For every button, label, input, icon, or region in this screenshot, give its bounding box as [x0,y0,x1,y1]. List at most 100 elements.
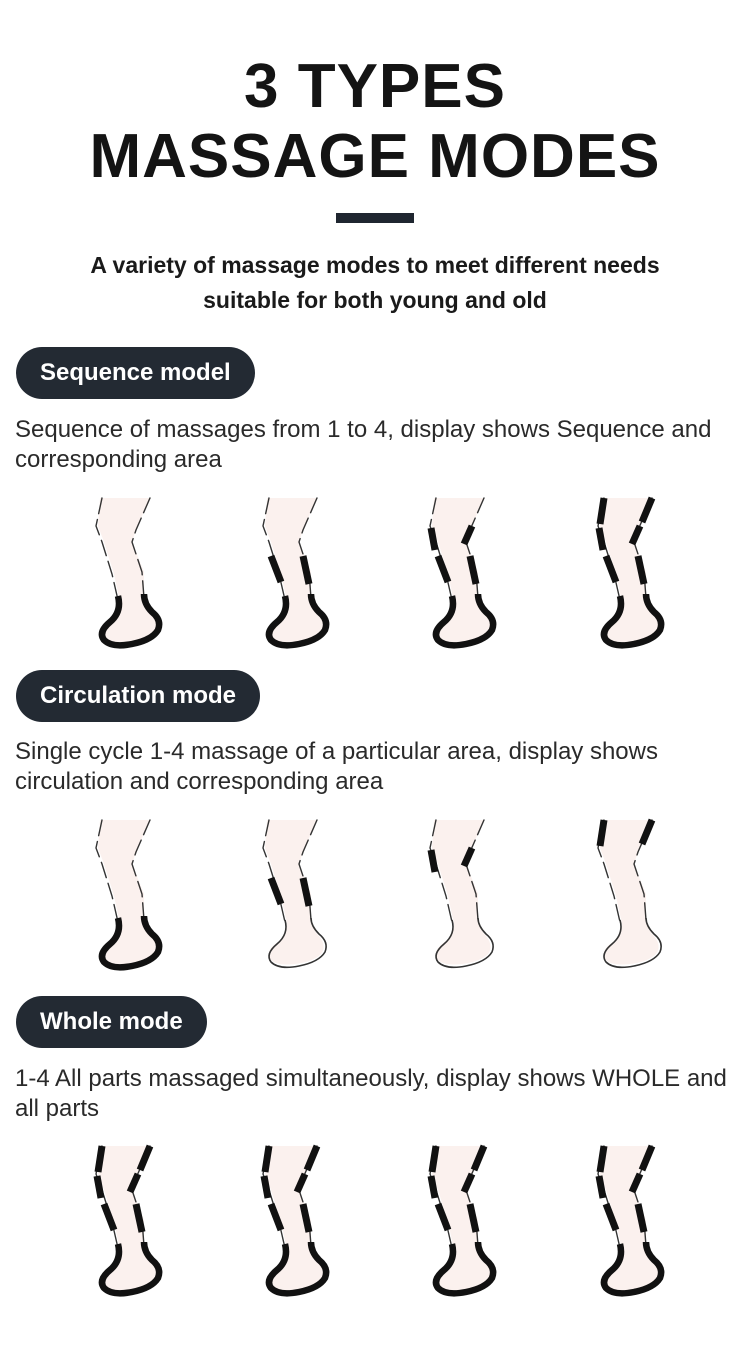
leg-icon [580,1138,670,1298]
mode-description-circulation: Single cycle 1-4 massage of a particular… [15,738,658,795]
leg-icon [412,1138,502,1298]
leg-body [432,820,491,965]
band-foot [265,1241,330,1297]
legs-row-whole [0,1138,750,1298]
band-thigh-left [261,1145,273,1173]
mode-description-sequence: Sequence of massages from 1 to 4, displa… [15,416,712,473]
leg-illustration [262,819,327,969]
band-knee-left [427,527,439,551]
band-knee-right [126,1172,142,1194]
band-knee-left [427,849,439,873]
leg-body [600,1146,659,1291]
subtitle-line-2: suitable for both young and old [203,287,547,313]
leg-illustration [260,1144,330,1297]
foot-outline [435,917,494,969]
leg-body [432,1146,491,1291]
legs-row-circulation [0,812,750,972]
leg-icon [245,1138,335,1298]
band-calf-left [434,554,452,584]
leg-body [600,820,659,965]
band-thigh-left [596,819,608,847]
foot-outline [268,917,327,969]
band-calf-left [267,876,285,906]
band-calf-right [299,877,313,907]
band-thigh-left [94,1145,106,1173]
mode-label-sequence: Sequence model [16,347,255,399]
band-knee-right [293,1172,309,1194]
band-foot [600,593,665,649]
leg-illustration [427,819,494,969]
band-foot [600,1241,665,1297]
band-knee-left [260,1175,272,1199]
leg-body [265,820,324,965]
leg-body [98,498,157,643]
band-knee-left [595,527,607,551]
mode-label-circulation: Circulation mode [16,670,261,722]
band-calf-right [634,1203,648,1233]
title-text: 3 TYPES MASSAGE MODES [0,52,750,192]
subtitle-line-1: A variety of massage modes to meet diffe… [90,252,660,278]
band-thigh-right [303,1144,321,1172]
band-calf-right [132,1203,146,1233]
leg-illustration [93,1144,163,1297]
leg-body [432,498,491,643]
leg-illustration [95,819,163,971]
band-calf-left [100,1202,118,1232]
leg-body [98,1146,157,1291]
band-thigh-left [596,497,608,525]
band-foot [98,915,163,971]
band-foot [265,593,330,649]
legs-row-sequence [0,490,750,650]
band-calf-right [299,1203,313,1233]
band-thigh-left [428,1145,440,1173]
leg-illustration [595,496,665,649]
leg-icon [412,490,502,650]
leg-illustration [596,818,662,969]
band-calf-right [466,555,480,585]
band-foot [432,593,497,649]
band-calf-left [602,554,620,584]
leg-illustration [262,497,330,649]
band-calf-left [434,1202,452,1232]
mode-description-whole: 1-4 All parts massaged simultaneously, d… [15,1065,727,1122]
band-thigh-left [596,1145,608,1173]
band-knee-right [460,846,476,868]
band-calf-right [299,555,313,585]
leg-icon [245,812,335,972]
leg-illustration [95,497,163,649]
band-calf-right [634,555,648,585]
leg-icon [245,490,335,650]
leg-body [265,1146,324,1291]
title-line-1: 3 TYPES [244,52,506,121]
band-foot [98,1241,163,1297]
band-calf-left [267,554,285,584]
band-foot [98,593,163,649]
leg-body [600,498,659,643]
leg-illustration [427,1144,497,1297]
band-knee-left [595,1175,607,1199]
band-knee-right [460,524,476,546]
band-knee-left [93,1175,105,1199]
leg-illustration [595,1144,665,1297]
band-knee-right [460,1172,476,1194]
band-thigh-right [470,1144,488,1172]
leg-icon [412,812,502,972]
leg-icon [580,812,670,972]
band-calf-left [602,1202,620,1232]
band-knee-right [628,524,644,546]
leg-illustration [427,497,497,649]
title-line-2: MASSAGE MODES [89,122,661,191]
band-thigh-right [638,1144,656,1172]
band-foot [432,1241,497,1297]
foot-outline [603,917,662,969]
leg-body [98,820,157,965]
leg-icon [580,490,670,650]
title-divider [336,213,414,223]
leg-icon [78,1138,168,1298]
band-calf-right [466,1203,480,1233]
leg-body [265,498,324,643]
band-knee-left [427,1175,439,1199]
band-thigh-right [136,1144,154,1172]
band-calf-left [267,1202,285,1232]
mode-label-whole: Whole mode [16,996,207,1048]
